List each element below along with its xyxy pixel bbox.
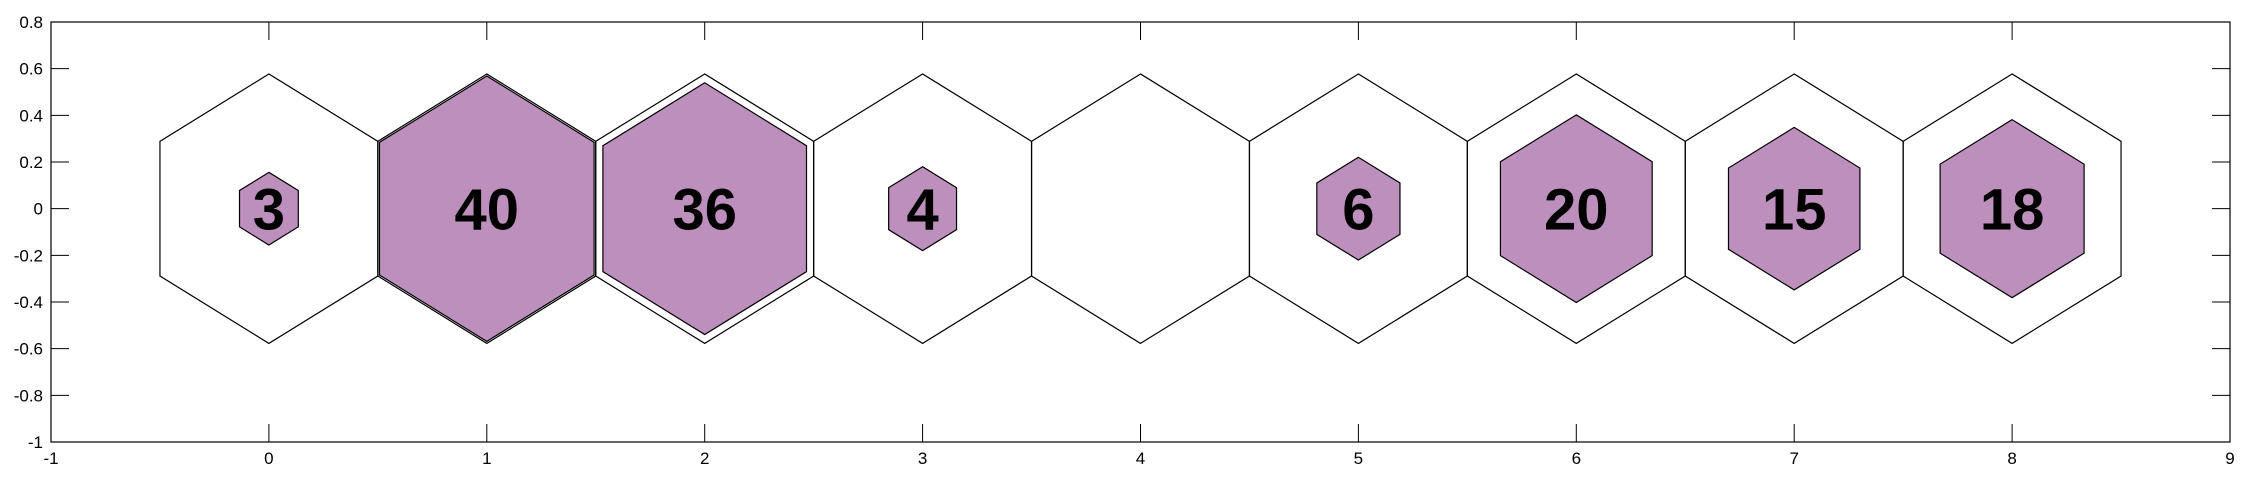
x-tick-label: 5 <box>1354 449 1363 468</box>
hex-cell: 15 <box>1684 73 1904 345</box>
hex-count-label: 20 <box>1544 178 1609 243</box>
hex-count-label: 18 <box>1980 178 2045 243</box>
hex-outline <box>1902 73 2122 345</box>
hex-fill <box>1727 126 1861 291</box>
hex-count-label: 4 <box>906 178 938 243</box>
x-tick-label: 3 <box>918 449 927 468</box>
hex-fill <box>238 171 299 246</box>
x-tick-label: 1 <box>482 449 491 468</box>
hex-count-label: 6 <box>1342 178 1374 243</box>
hex-count-label: 40 <box>455 178 520 243</box>
y-tick-label: -0.2 <box>14 246 43 265</box>
x-tick-label: -1 <box>43 449 58 468</box>
x-axis: -1 0 1 2 3 4 5 6 7 8 9 <box>43 22 2235 468</box>
y-tick-label: 0 <box>34 200 43 219</box>
hex-fill <box>602 82 808 336</box>
x-tick-label: 7 <box>1789 449 1798 468</box>
hex-fill <box>1499 114 1653 304</box>
hex-cell: 6 <box>1248 73 1468 345</box>
hex-cell: 18 <box>1902 73 2122 345</box>
y-tick-label: -0.4 <box>14 293 43 312</box>
y-tick-label: -0.6 <box>14 340 43 359</box>
x-tick-label: 2 <box>700 449 709 468</box>
y-tick-label: -1 <box>28 433 43 452</box>
hex-fill <box>1939 118 2085 299</box>
hex-cell: 20 <box>1466 73 1686 345</box>
hex-count-label: 36 <box>672 178 737 243</box>
hex-cells: 3 40 36 4 6 20 15 18 <box>159 73 2122 345</box>
y-tick-label: 0.6 <box>19 60 43 79</box>
hex-cell: 36 <box>595 73 815 345</box>
hex-fill <box>1316 156 1401 261</box>
hex-count-label: 3 <box>253 178 285 243</box>
hex-cell: 40 <box>377 73 597 345</box>
y-axis: -1 -0.8 -0.6 -0.4 -0.2 0 0.2 0.4 0.6 0.8 <box>14 13 2230 452</box>
y-tick-label: -0.8 <box>14 386 43 405</box>
y-tick-label: 0.4 <box>19 106 43 125</box>
y-tick-label: 0.2 <box>19 153 43 172</box>
hex-count-label: 15 <box>1762 178 1827 243</box>
x-tick-label: 4 <box>1136 449 1145 468</box>
x-tick-label: 6 <box>1572 449 1581 468</box>
x-tick-label: 0 <box>264 449 273 468</box>
hex-fill <box>888 166 958 252</box>
x-tick-label: 8 <box>2007 449 2016 468</box>
y-tick-label: 0.8 <box>19 13 43 32</box>
hex-cell: 3 <box>159 73 379 345</box>
x-tick-label: 9 <box>2225 449 2234 468</box>
hex-fill <box>378 75 595 343</box>
